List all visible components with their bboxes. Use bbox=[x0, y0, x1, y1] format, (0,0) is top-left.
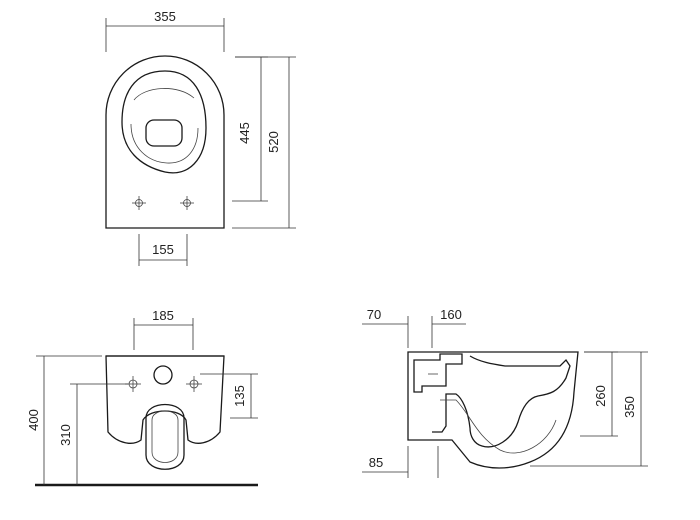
top-view-mount-hole-left bbox=[132, 196, 146, 210]
dim-side-total-height: 350 bbox=[530, 351, 648, 467]
dim-label-310: 310 bbox=[58, 424, 73, 446]
front-view-mount-hole-right bbox=[186, 376, 202, 392]
dim-side-bottom-offset: 85 bbox=[362, 446, 439, 478]
dim-side-wall-offset: 70 bbox=[362, 307, 409, 348]
side-view-body-outline bbox=[407, 351, 579, 469]
dim-label-85: 85 bbox=[369, 455, 383, 470]
dim-label-260: 260 bbox=[593, 385, 608, 407]
dim-front-hole-vertical: 135 bbox=[200, 373, 258, 419]
dim-side-inner-height: 260 bbox=[580, 351, 618, 437]
dim-label-445: 445 bbox=[237, 122, 252, 144]
dim-top-depth-inner: 445 bbox=[232, 56, 268, 202]
dim-top-width: 355 bbox=[105, 9, 225, 52]
side-view-bowl-inner bbox=[432, 355, 571, 448]
side-view-outlet-trap bbox=[440, 399, 557, 454]
top-view-bowl-outline bbox=[105, 55, 225, 229]
dim-label-355: 355 bbox=[154, 9, 176, 24]
dim-label-70: 70 bbox=[367, 307, 381, 322]
dim-top-hole-spacing: 155 bbox=[138, 234, 188, 266]
dim-label-160: 160 bbox=[440, 307, 462, 322]
top-view-outlet bbox=[145, 119, 183, 147]
top-view-bowl-inner bbox=[130, 123, 199, 164]
dim-label-135: 135 bbox=[232, 385, 247, 407]
front-view-inlet-hole bbox=[153, 365, 173, 385]
dim-top-depth-total: 520 bbox=[232, 56, 296, 229]
dim-front-height-top: 400 bbox=[26, 355, 102, 485]
dim-side-inlet-offset: 160 bbox=[431, 307, 466, 348]
top-view-mount-hole-right bbox=[180, 196, 194, 210]
front-view-outlet-inner bbox=[151, 410, 179, 463]
top-view-seat-curve bbox=[133, 88, 195, 101]
dim-label-155: 155 bbox=[152, 242, 174, 257]
top-view-inner-rim bbox=[121, 70, 207, 174]
side-view: 70 160 85 260 350 bbox=[362, 307, 648, 478]
dim-label-400: 400 bbox=[26, 409, 41, 431]
dim-label-520: 520 bbox=[266, 131, 281, 153]
front-view-body-outline bbox=[105, 355, 225, 444]
front-view-outlet bbox=[145, 404, 185, 470]
top-view: 355 155 445 520 bbox=[105, 9, 296, 266]
dim-label-185: 185 bbox=[152, 308, 174, 323]
dim-front-hole-spacing: 185 bbox=[133, 308, 194, 350]
front-view: 185 400 310 135 bbox=[26, 308, 258, 487]
side-view-inlet bbox=[413, 353, 463, 393]
dim-label-350: 350 bbox=[622, 396, 637, 418]
dim-front-height-outlet: 310 bbox=[58, 383, 128, 485]
